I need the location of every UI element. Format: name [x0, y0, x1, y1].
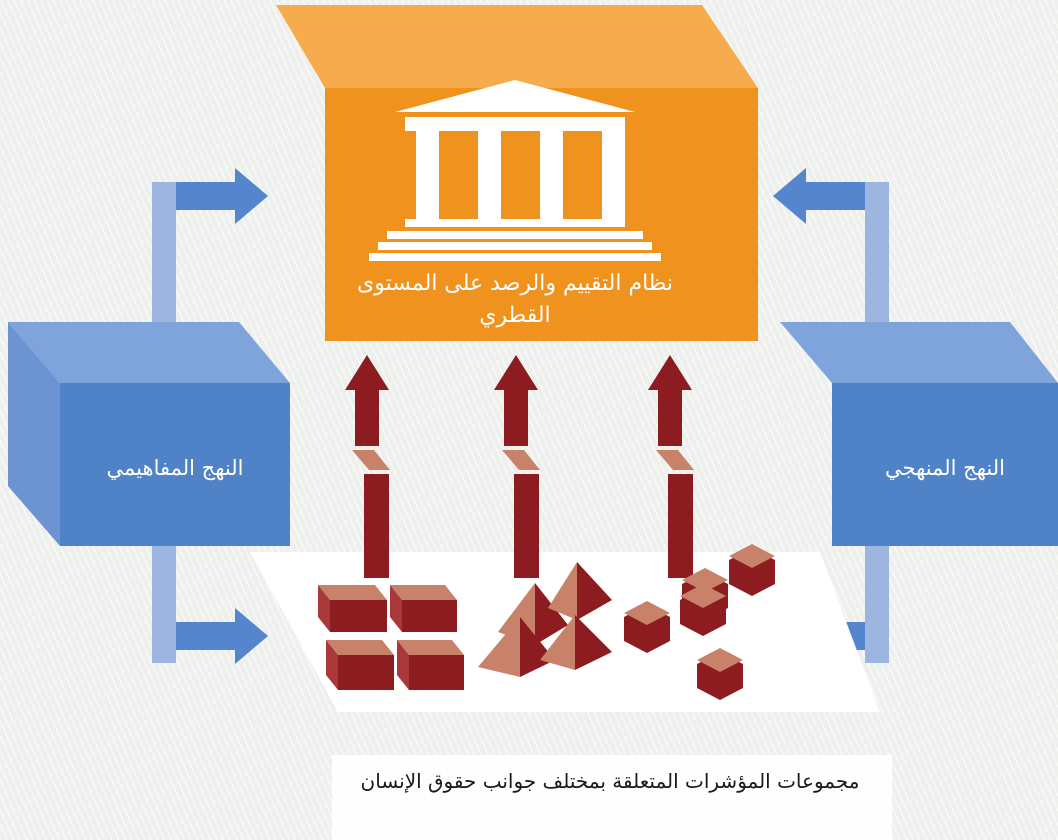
methodological-approach-label: النهج المنهجي — [885, 456, 1005, 480]
arrow-left-top-icon — [176, 168, 268, 224]
central-box-top — [276, 5, 758, 88]
right-lower-connector — [865, 528, 889, 663]
arrow-up-3-icon — [648, 355, 694, 578]
arrow-left-bottom-icon — [176, 608, 268, 664]
right-box — [780, 322, 1058, 546]
hexagons-icon — [624, 544, 775, 700]
caption-box — [332, 755, 892, 840]
conceptual-approach-label: النهج المفاهيمي — [106, 456, 244, 480]
right-box-top — [780, 322, 1058, 383]
left-upper-connector — [152, 182, 176, 327]
left-box-front — [60, 383, 290, 546]
bricks-icon — [318, 585, 464, 690]
indicator-groups-caption: مجموعات المؤشرات المتعلقة بمختلف جوانب ح… — [360, 769, 860, 793]
pyramids-icon — [478, 562, 612, 677]
left-box-top — [8, 322, 290, 383]
upward-arrows — [345, 355, 694, 578]
right-box-front — [832, 383, 1058, 546]
left-box — [8, 322, 290, 546]
left-box-side — [8, 322, 60, 546]
arrow-right-top-icon — [773, 168, 865, 224]
arrow-up-2-icon — [494, 355, 540, 578]
left-connectors — [152, 182, 176, 663]
institution-icon — [369, 80, 661, 261]
right-upper-connector — [865, 182, 889, 327]
left-lower-connector — [152, 528, 176, 663]
central-system-label: نظام التقييم والرصد على المستوى القطري — [357, 271, 673, 328]
arrow-up-1-icon — [345, 355, 390, 578]
right-connectors — [865, 182, 889, 663]
